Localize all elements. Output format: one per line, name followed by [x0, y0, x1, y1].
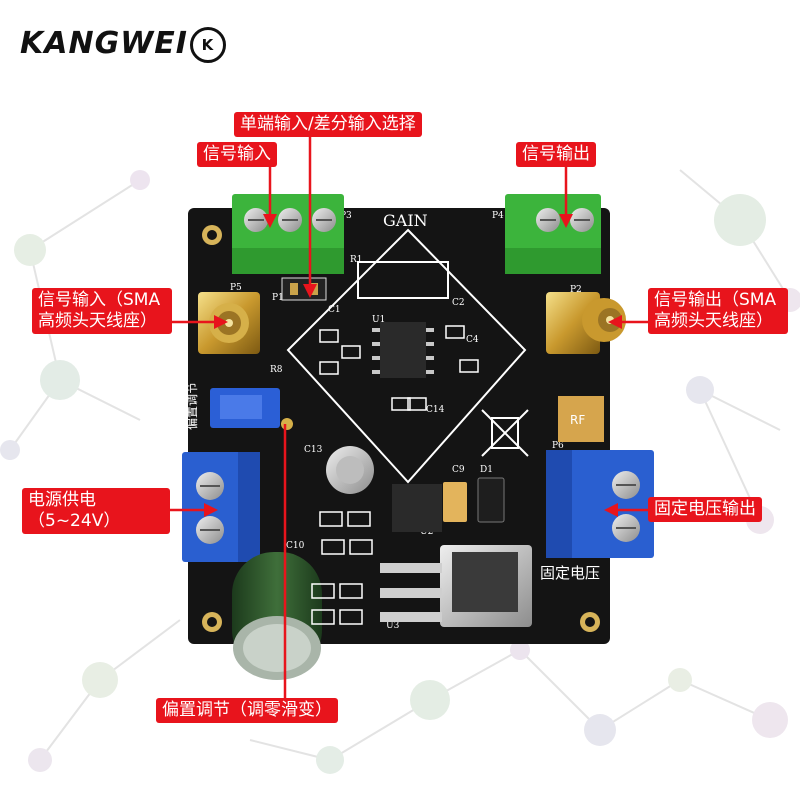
sma-input-connector[interactable]	[198, 292, 260, 354]
silk-c2: C2	[452, 298, 465, 308]
silk-p1: P1	[272, 293, 284, 303]
brand-badge-icon: K	[189, 26, 226, 63]
silkscreen-outline	[286, 228, 527, 484]
voltage-regulator	[380, 545, 532, 627]
signal-input-terminal[interactable]	[232, 194, 344, 274]
silk-p2: P2	[570, 285, 582, 295]
silk-c1: C1	[328, 305, 341, 315]
sma-output-connector[interactable]	[546, 292, 626, 354]
silk-u1: U1	[372, 315, 385, 325]
fixed-voltage-terminal[interactable]	[546, 450, 654, 558]
aluminum-capacitor-small	[326, 446, 374, 494]
callout-signal-out-top: 信号输出	[516, 142, 596, 167]
callout-offset: 偏置调节（调零滑变）	[156, 698, 338, 723]
callout-signal-in-sma: 信号输入（SMA高频头天线座）	[32, 288, 172, 334]
offset-potentiometer[interactable]	[210, 388, 293, 430]
callout-single-diff: 单端输入/差分输入选择	[234, 112, 422, 137]
silk-r1: R1	[350, 255, 363, 265]
smd-diode	[477, 477, 505, 523]
small-smd-parts	[311, 325, 479, 625]
rf-logo-icon: RF	[558, 396, 604, 442]
background-nodes	[0, 170, 800, 774]
signal-output-terminal[interactable]	[505, 194, 601, 274]
rf-logo-label: RF	[570, 413, 585, 427]
electrolytic-capacitor	[232, 552, 322, 680]
silk-d1: D1	[480, 465, 493, 475]
callout-arrowheads	[204, 214, 622, 517]
silk-c10: C10	[286, 541, 305, 551]
silk-u3: U3	[386, 621, 400, 631]
jumper-header[interactable]	[281, 277, 327, 301]
silk-c13: C13	[304, 445, 323, 455]
brand-name: KANGWEI	[20, 26, 188, 61]
silk-p6: P6	[552, 441, 564, 451]
callout-power: 电源供电（5~24V）	[22, 488, 170, 534]
callout-signal-out-sma: 信号输出（SMA高频头天线座）	[648, 288, 788, 334]
silk-c4: C4	[466, 335, 479, 345]
silk-c9: C9	[452, 465, 465, 475]
power-terminal[interactable]	[182, 452, 260, 562]
regulator-chip	[392, 484, 442, 532]
silk-fixed-voltage: 固定电压	[540, 564, 600, 582]
silk-offset-vertical: 偏置调节	[184, 382, 199, 430]
op-amp-chip	[372, 322, 434, 378]
silk-c14: C14	[426, 405, 445, 415]
silk-p5: P5	[230, 283, 242, 293]
callout-fixed-out: 固定电压输出	[648, 497, 762, 522]
silk-r8: R8	[270, 365, 283, 375]
silk-p3: P3	[340, 211, 352, 221]
silk-gain-label: GAIN	[383, 211, 428, 230]
smd-capacitor-yellow	[443, 482, 467, 522]
callout-signal-in-top: 信号输入	[197, 142, 277, 167]
pcb-board	[188, 208, 610, 644]
silk-p4: P4	[492, 211, 504, 221]
weee-bin-icon	[481, 409, 529, 457]
